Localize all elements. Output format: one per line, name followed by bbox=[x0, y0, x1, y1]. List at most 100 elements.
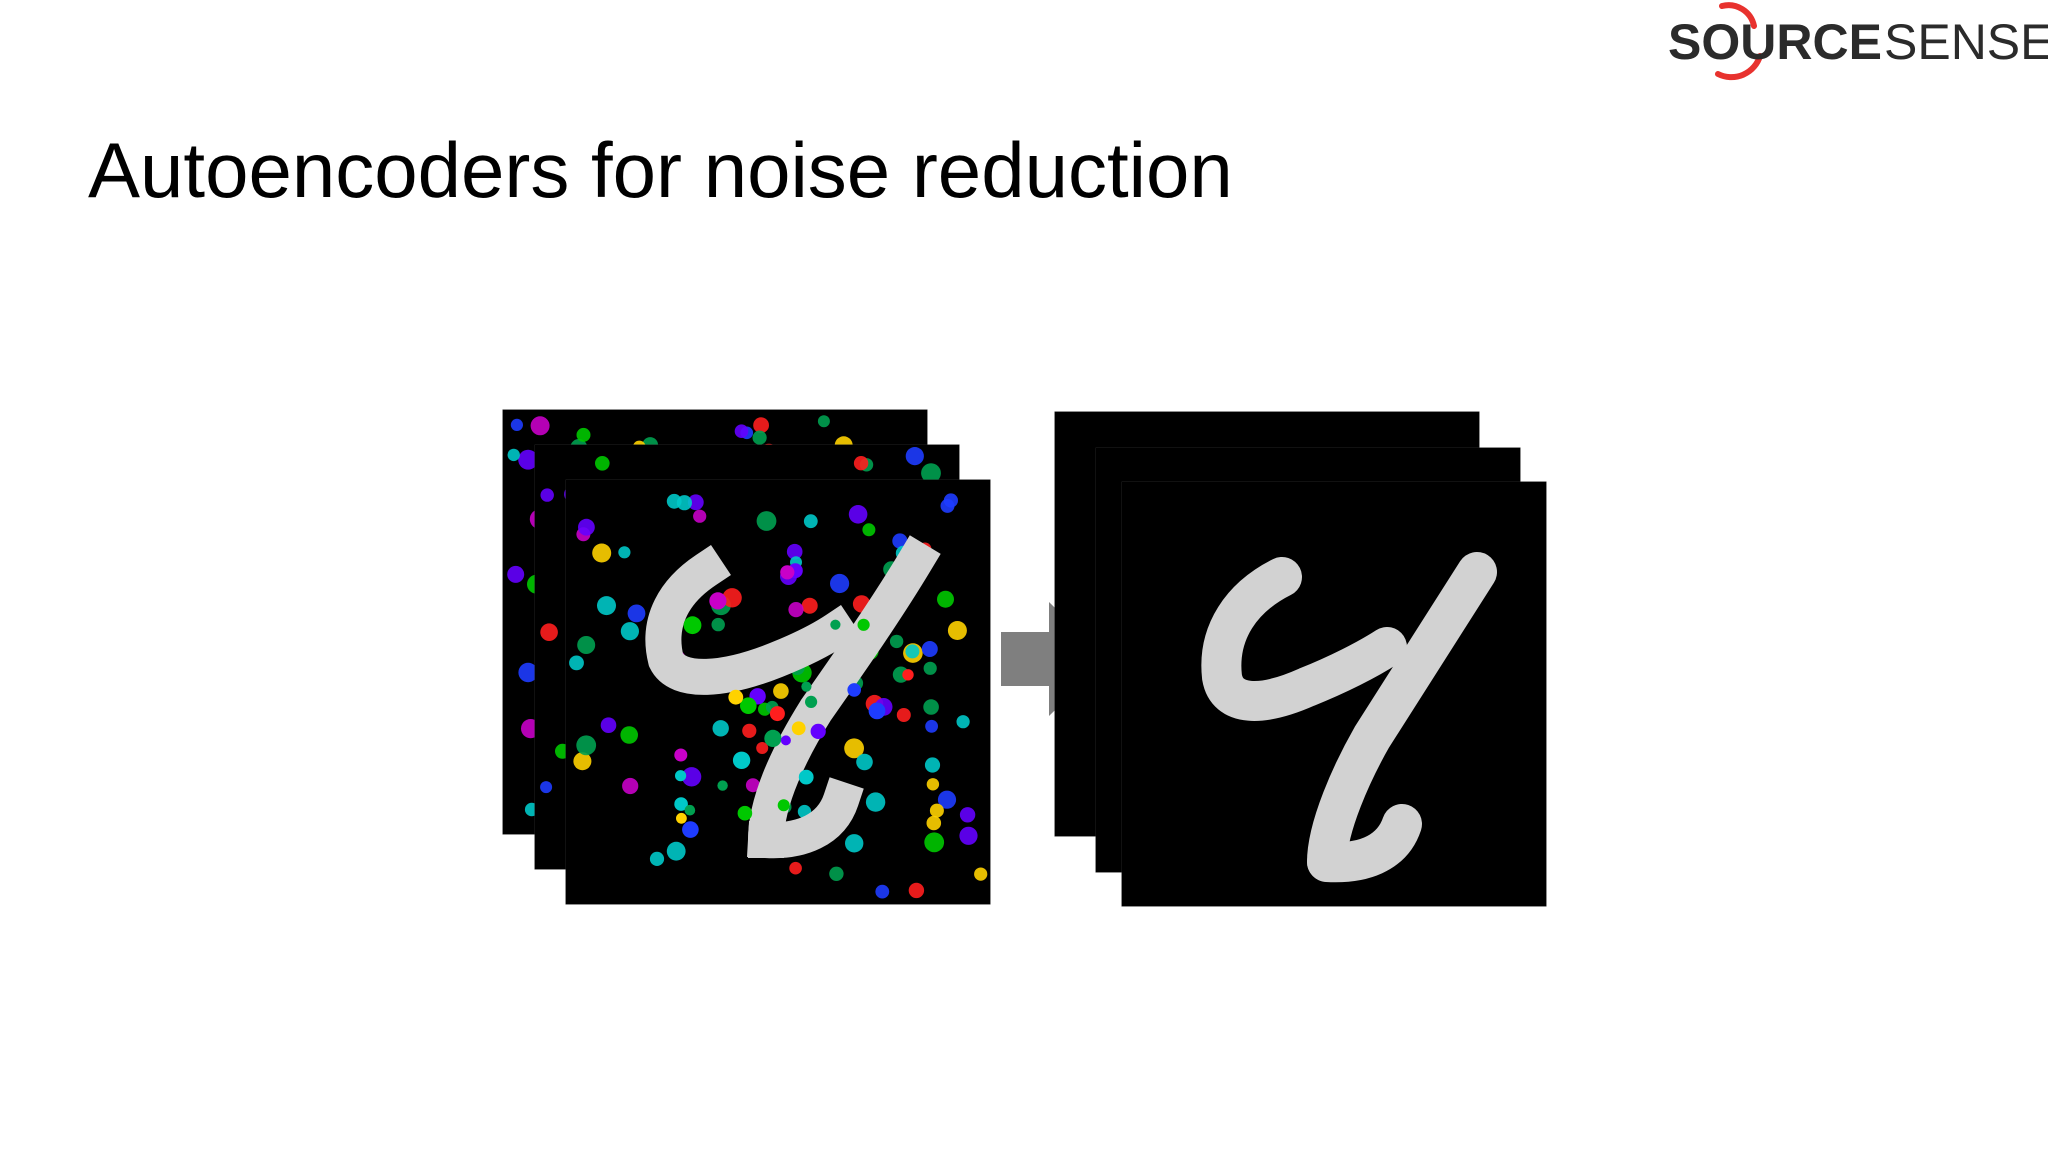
noise-dot bbox=[905, 447, 924, 466]
noise-dot bbox=[845, 834, 864, 853]
noise-dot bbox=[780, 735, 791, 746]
noise-dot bbox=[926, 815, 942, 831]
noise-dot bbox=[791, 721, 806, 736]
noise-dot bbox=[777, 799, 790, 812]
noise-dot bbox=[856, 753, 873, 771]
noise-dot bbox=[597, 596, 616, 616]
noise-dot bbox=[798, 769, 814, 785]
noise-dot bbox=[684, 804, 696, 816]
noise-dot bbox=[687, 494, 704, 511]
noise-dot bbox=[889, 634, 904, 649]
noise-dot bbox=[853, 456, 869, 471]
noise-dot bbox=[937, 790, 957, 809]
noise-dot bbox=[803, 514, 818, 529]
noise-dot bbox=[732, 751, 751, 769]
logo-text-light: SENSE bbox=[1884, 14, 2048, 70]
noise-dot bbox=[540, 488, 554, 502]
noise-dot bbox=[709, 592, 727, 610]
noise-dot bbox=[844, 738, 864, 759]
noise-dot bbox=[734, 424, 749, 438]
noise-dot bbox=[507, 565, 525, 583]
noise-dot bbox=[507, 448, 520, 462]
noise-dot bbox=[925, 719, 938, 733]
noise-dot bbox=[682, 821, 699, 838]
noise-dot bbox=[620, 726, 638, 744]
noise-dot bbox=[786, 543, 803, 560]
noise-dot bbox=[577, 636, 596, 654]
noise-dot bbox=[817, 415, 830, 428]
noise-dot bbox=[896, 708, 911, 722]
noise-dot bbox=[540, 781, 553, 794]
noisy-image-front bbox=[566, 480, 990, 904]
noise-dot bbox=[666, 841, 686, 861]
noise-dot bbox=[618, 546, 631, 559]
noise-dot bbox=[924, 757, 941, 773]
noise-dot bbox=[742, 723, 757, 738]
noise-dot bbox=[937, 590, 954, 608]
noise-dot bbox=[769, 706, 785, 722]
right-arrow-icon bbox=[1001, 602, 1109, 716]
noise-dot bbox=[578, 518, 595, 536]
noise-dot bbox=[752, 430, 767, 445]
noise-dot bbox=[801, 681, 812, 692]
noise-dot bbox=[924, 832, 945, 853]
noise-dot bbox=[857, 618, 870, 631]
noise-dot bbox=[847, 683, 861, 697]
noise-dot bbox=[805, 695, 818, 708]
noise-dot bbox=[573, 752, 592, 771]
noise-dot bbox=[676, 812, 687, 824]
noise-dot bbox=[764, 729, 782, 747]
noise-dot bbox=[848, 505, 868, 524]
noise-dot bbox=[865, 792, 886, 812]
noise-dot bbox=[929, 803, 944, 818]
noise-dot bbox=[683, 616, 702, 635]
noise-dot bbox=[902, 669, 914, 681]
noise-dot bbox=[862, 523, 876, 537]
noise-dot bbox=[756, 742, 769, 754]
noise-dot bbox=[788, 602, 804, 618]
noise-dot bbox=[620, 622, 639, 641]
noise-dot bbox=[693, 509, 707, 523]
noise-dot bbox=[868, 702, 886, 720]
noise-dot bbox=[921, 463, 941, 483]
noise-dot bbox=[675, 770, 687, 782]
noise-dot bbox=[728, 689, 744, 705]
noise-dot bbox=[600, 717, 617, 733]
noise-dot bbox=[956, 715, 970, 729]
noise-dot bbox=[801, 597, 818, 614]
clean-digit-four bbox=[1201, 552, 1497, 883]
noise-dot bbox=[947, 621, 967, 640]
noise-dot bbox=[753, 417, 769, 434]
noise-dot bbox=[576, 427, 591, 442]
noise-dot bbox=[830, 619, 841, 630]
noise-dot bbox=[959, 826, 978, 845]
noise-dot bbox=[576, 735, 597, 756]
noise-dot bbox=[940, 498, 955, 513]
noisy-digit-four bbox=[645, 535, 941, 859]
noise-dot bbox=[905, 644, 920, 659]
noise-dot bbox=[649, 851, 665, 866]
noise-dot bbox=[875, 884, 890, 899]
noise-dot bbox=[756, 511, 777, 531]
noise-dot bbox=[717, 780, 728, 791]
noise-dot bbox=[921, 641, 938, 657]
noise-dot bbox=[773, 683, 789, 699]
noise-dot bbox=[722, 588, 742, 608]
noise-dot bbox=[959, 807, 976, 823]
noise-dot bbox=[518, 449, 538, 470]
noise-dot bbox=[540, 623, 558, 641]
noise-dot bbox=[926, 778, 940, 791]
logo-text-bold: SOURCE bbox=[1668, 14, 1882, 70]
noise-dot bbox=[674, 797, 688, 811]
noise-dot bbox=[908, 882, 925, 899]
noise-dot bbox=[789, 861, 802, 875]
logo-swirl-icon bbox=[1715, 2, 1763, 81]
noise-dot bbox=[510, 418, 523, 431]
noise-dot bbox=[518, 662, 538, 683]
noise-dot bbox=[569, 655, 584, 671]
noise-dot bbox=[923, 661, 937, 675]
noise-dot bbox=[530, 416, 550, 436]
noise-dot bbox=[676, 495, 692, 511]
noise-dot bbox=[595, 456, 610, 471]
